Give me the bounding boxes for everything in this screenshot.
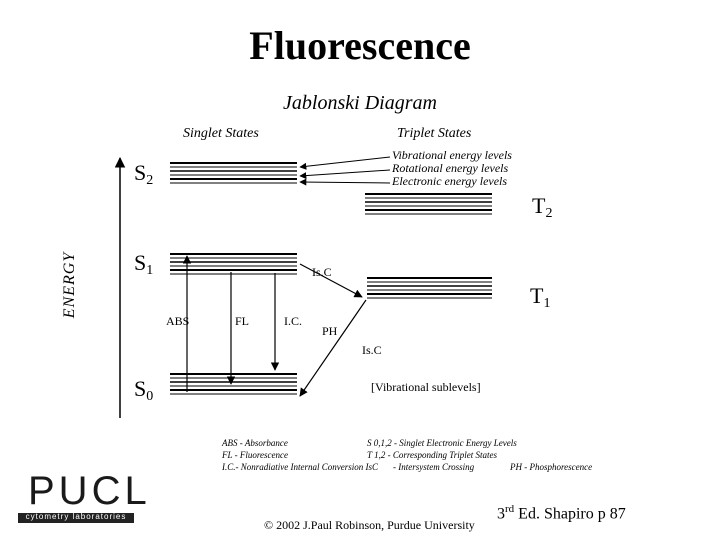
vibrational-sublevels-label: [Vibrational sublevels] <box>371 380 481 394</box>
ic-label: I.C. <box>284 314 302 328</box>
legend-ph: PH - Phosphorescence <box>510 462 593 472</box>
state-t2-letter: T <box>532 193 546 218</box>
s1-energy-levels <box>170 253 297 275</box>
logo-text: PUCL <box>28 469 151 513</box>
logo-bar: cytometry laboratories <box>18 512 134 523</box>
singlet-states-header: Singlet States <box>183 126 259 141</box>
legend-middle: S 0,1,2 - Singlet Electronic Energy Leve… <box>367 437 517 473</box>
state-s2-index: 2 <box>146 173 154 188</box>
legend-isc: - Intersystem Crossing <box>393 462 475 472</box>
isc-lower-label: Is.C <box>362 343 382 357</box>
legend-ic: I.C.- Nonradiative Internal Conversion I… <box>222 461 378 473</box>
ph-label: PH <box>322 324 338 338</box>
isc-arrow-upper <box>299 263 363 298</box>
state-label-s1: S1 <box>134 250 153 279</box>
s2-energy-levels <box>170 162 297 184</box>
page-title: Fluorescence <box>249 23 471 68</box>
s0-energy-levels <box>170 373 297 395</box>
state-s0-index: 0 <box>146 389 154 404</box>
logo-subtext: cytometry laboratories <box>25 512 127 521</box>
t1-energy-levels <box>367 277 492 299</box>
legend-abs: ABS - Absorbance <box>222 438 288 448</box>
state-label-t1: T1 <box>530 283 550 312</box>
state-label-s0: S0 <box>134 376 153 405</box>
pucl-logo: PUCL cytometry laboratories <box>12 467 147 523</box>
fl-label: FL <box>235 314 250 328</box>
legend-triplet: T 1,2 - Corresponding Triplet States <box>367 450 498 460</box>
state-label-s2: S2 <box>134 160 153 189</box>
copyright: © 2002 J.Paul Robinson, Purdue Universit… <box>264 518 475 532</box>
reference-citation: 3rd Ed. Shapiro p 87 <box>497 503 626 523</box>
diagram-subtitle: Jablonski Diagram <box>283 92 437 114</box>
triplet-states-header: Triplet States <box>397 126 472 141</box>
legend-left: ABS - Absorbance FL - Fluorescence I.C.-… <box>222 437 378 473</box>
state-t2-index: 2 <box>545 206 553 221</box>
abs-label: ABS <box>166 314 190 328</box>
rotational-levels-note: Rotational energy levels <box>392 161 509 175</box>
level-note-pointers <box>299 156 391 186</box>
vibrational-levels-note: Vibrational energy levels <box>392 148 512 162</box>
legend-fl: FL - Fluorescence <box>222 450 288 460</box>
state-s0-letter: S <box>134 376 147 401</box>
reference-suffix: rd <box>505 503 515 515</box>
state-s1-letter: S <box>134 250 147 275</box>
state-label-t2: T2 <box>532 193 552 222</box>
legend-isc-abbrev: IsC <box>365 462 379 472</box>
isc-upper-label: Is.C <box>312 265 332 279</box>
legend-ic-text: I.C.- Nonradiative Internal Conversion <box>222 462 364 472</box>
energy-levels-note: Vibrational energy levels Rotational ene… <box>392 149 512 188</box>
state-s1-index: 1 <box>146 263 154 278</box>
legend-singlet: S 0,1,2 - Singlet Electronic Energy Leve… <box>367 438 517 448</box>
reference-edition: 3 <box>497 505 505 523</box>
state-t1-index: 1 <box>543 296 551 311</box>
electronic-levels-note: Electronic energy levels <box>392 174 508 188</box>
t2-energy-levels <box>365 193 492 215</box>
ph-arrow <box>299 299 367 397</box>
reference-rest: Ed. Shapiro p 87 <box>514 505 626 523</box>
state-t1-letter: T <box>530 283 544 308</box>
state-s2-letter: S <box>134 160 147 185</box>
